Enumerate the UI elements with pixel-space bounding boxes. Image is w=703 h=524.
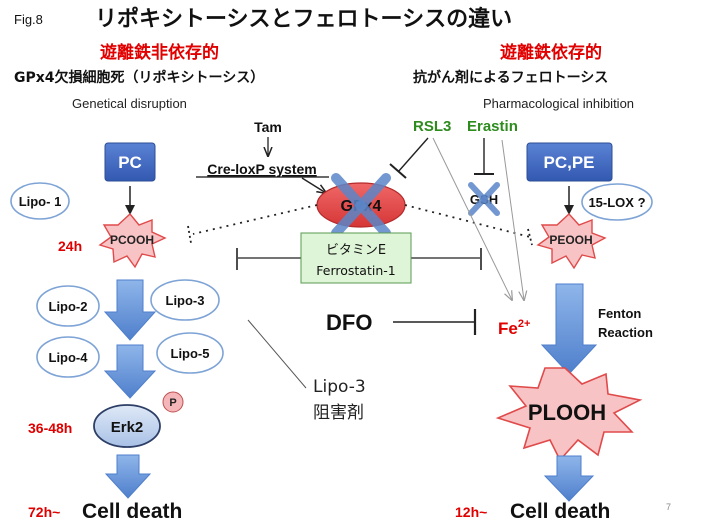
erastin-to-fe-arrow: [501, 139, 524, 300]
gpx4-knockout-cross-icon: [331, 173, 391, 238]
right-heading: 遊離鉄依存的: [500, 42, 602, 63]
lipo-1-label: Lipo- 1: [19, 194, 62, 209]
right-cell-death: Cell death: [510, 500, 610, 523]
blue-arrow-fenton: [540, 283, 598, 375]
peooh-label: PEOOH: [549, 233, 592, 247]
lipo-4-node: [36, 336, 100, 378]
lipo3-inhibitor-line: [247, 319, 307, 389]
plooh-label: PLOOH: [528, 400, 606, 425]
right-subheading: 抗がん剤によるフェロトーシス: [413, 69, 608, 86]
gpx4-to-pcooh-dotted: [192, 204, 318, 235]
ferroptosis-inhibitor-box: [300, 232, 412, 284]
gpx4-to-peooh-dotted: [404, 204, 531, 238]
erastin-label: Erastin: [467, 118, 518, 135]
lipo-3-node: [150, 279, 220, 321]
fe-label: Fe2+: [498, 318, 530, 338]
left-caption: Genetical disruption: [72, 96, 187, 111]
time-24h: 24h: [58, 238, 82, 254]
time-12h: 12h~: [455, 504, 487, 520]
lipo3-inhibitor-label-2: 阻害剤: [313, 403, 364, 423]
pc-label: PC: [118, 153, 142, 172]
fig-label: Fig.8: [14, 12, 43, 27]
left-cell-death: Cell death: [82, 500, 182, 523]
reaction-label: Reaction: [598, 325, 653, 340]
dfo-label: DFO: [326, 310, 372, 335]
pc-box: [104, 142, 156, 182]
gsh-knockout-cross-icon: [468, 182, 500, 216]
blue-arrow-final: [543, 455, 595, 502]
pc-pe-label: PC,PE: [543, 153, 594, 172]
plooh-star: [495, 367, 643, 462]
blue-arrow-2: [103, 344, 157, 399]
rsl3-label: RSL3: [413, 118, 451, 135]
left-heading: 遊離鉄非依存的: [100, 42, 219, 63]
lipo3-inhibitor-label-1: Lipo-3: [313, 377, 366, 397]
right-caption: Pharmacological inhibition: [483, 96, 634, 111]
page-number: 7: [666, 502, 671, 512]
erk2-label: Erk2: [111, 419, 144, 436]
cre-to-gpx4-arrow: [301, 177, 326, 193]
vitamin-e-label: ビタミンE: [326, 243, 386, 258]
fenton-label: Fenton: [598, 306, 641, 321]
phospho-label: P: [169, 397, 176, 409]
ferrostatin-label: Ferrostatin-1: [316, 263, 395, 278]
lipo-2-label: Lipo-2: [49, 299, 88, 314]
lipo-3-label: Lipo-3: [166, 293, 205, 308]
time-36-48h: 36-48h: [28, 420, 72, 436]
blue-arrow-1: [103, 279, 157, 341]
blue-arrow-3: [104, 454, 152, 499]
pcooh-label: PCOOH: [110, 233, 154, 247]
lipo-5-label: Lipo-5: [171, 346, 210, 361]
peooh-star: [536, 213, 607, 270]
lipo-5-node: [156, 332, 224, 374]
rsl3-to-fe-arrow: [432, 137, 512, 300]
rsl3-inhibit-bar: [389, 163, 407, 179]
lipo-4-label: Lipo-4: [49, 350, 89, 365]
pc-pe-box: [526, 142, 613, 182]
lipo-1-node: [10, 182, 70, 220]
rsl3-inhibit-line: [397, 137, 429, 173]
erk2-node: [93, 404, 161, 448]
15-lox-node: [581, 183, 653, 221]
cre-loxp-label: Cre-loxP system: [207, 161, 316, 177]
time-72h: 72h~: [28, 504, 60, 520]
page-title: リポキシトーシスとフェロトーシスの違い: [95, 6, 512, 32]
pcooh-star: [98, 212, 167, 269]
tam-label: Tam: [254, 119, 282, 135]
left-subheading: GPx4欠損細胞死（リポキシトーシス）: [14, 69, 264, 86]
gpx4-to-pcooh-bar: [187, 225, 192, 244]
phospho-badge: [162, 391, 184, 413]
lipo-2-node: [36, 285, 100, 327]
15-lox-label: 15-LOX ?: [588, 195, 645, 210]
